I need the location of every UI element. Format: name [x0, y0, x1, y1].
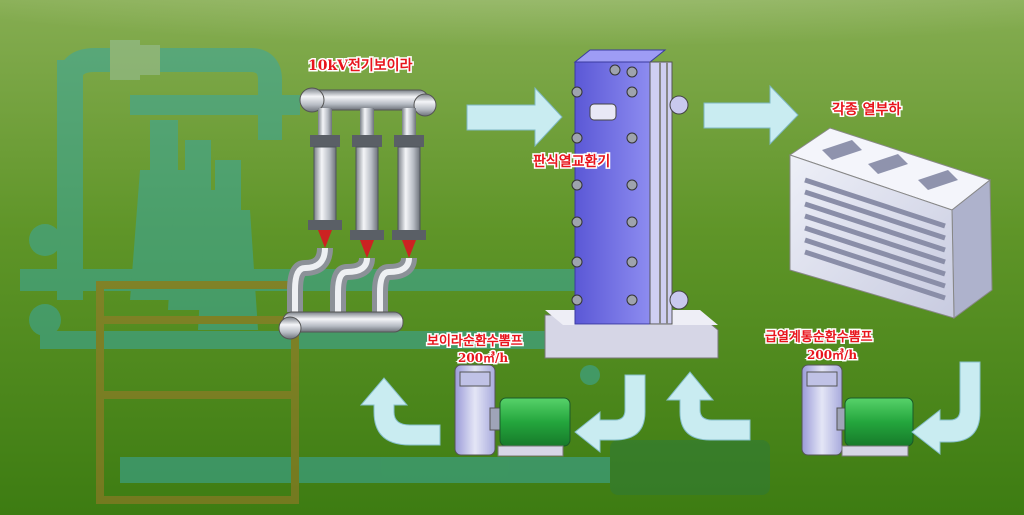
curved-arrow-icon — [665, 371, 751, 441]
supply-circulation-pump — [801, 364, 914, 457]
curved-arrow-icon — [359, 377, 441, 446]
heat-load-label: 각종 열부하 — [832, 101, 901, 118]
right-arrow-icon — [466, 86, 563, 148]
plate-heat-exchanger — [544, 49, 719, 359]
right-arrow-icon — [703, 84, 799, 146]
electric-boiler-unit — [278, 87, 437, 340]
boiler-pump-flow: 200㎥/h — [458, 350, 508, 365]
supply-pump-label: 급열계통순환수뽐프 — [765, 329, 873, 345]
boiler-circulation-pump — [454, 364, 571, 457]
boiler-label: 10kV전기보이라 — [308, 57, 413, 74]
supply-pump-flow: 200㎥/h — [807, 347, 857, 362]
boiler-pump-label: 보이라순환수뽐프 — [427, 333, 523, 349]
curved-arrow-icon — [574, 374, 646, 454]
heat-exchanger-label: 판식열교환기 — [533, 153, 610, 170]
heat-load-radiator — [788, 127, 993, 319]
curved-arrow-icon — [911, 361, 981, 456]
background-plant — [20, 40, 770, 504]
